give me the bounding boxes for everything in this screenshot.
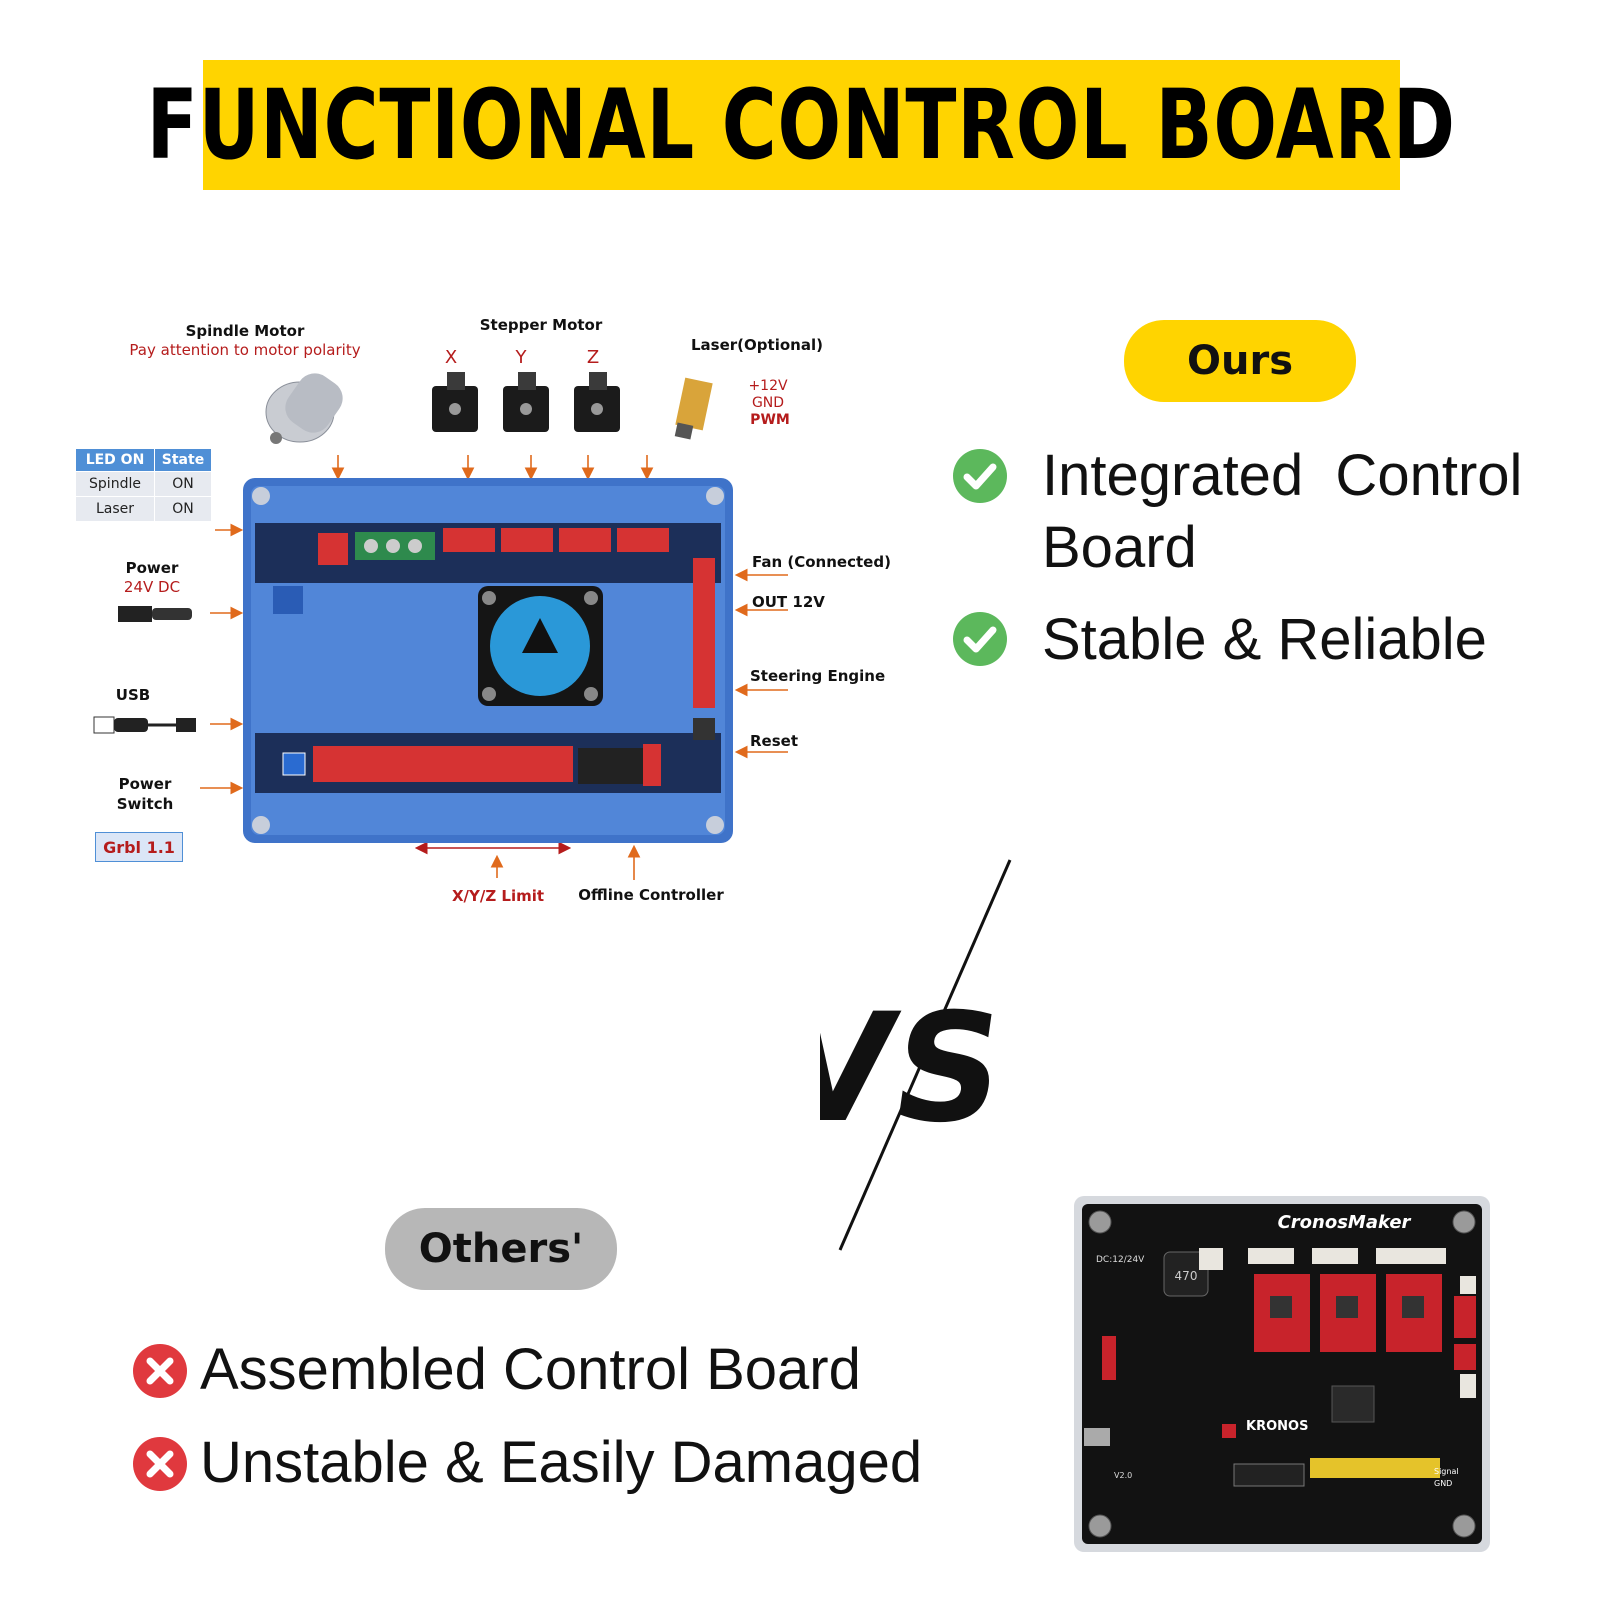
silk-470: 470 xyxy=(1175,1269,1198,1283)
competitor-board-image: CronosMaker 470 DC:12/24V KRONOS Signal … xyxy=(1074,1196,1490,1552)
control-board-image xyxy=(243,478,733,843)
fan-label: Fan (Connected) xyxy=(752,553,891,571)
spindle-motor-note: Pay attention to motor polarity xyxy=(129,341,361,359)
laser-pin-12v: +12V xyxy=(748,378,788,394)
led-table-cell: Spindle xyxy=(75,471,155,497)
ours-feature-1-line1: Integrated Control xyxy=(1042,443,1523,508)
silk-gnd: GND xyxy=(1434,1479,1452,1488)
led-state-table: LED ON State Spindle ON Laser ON xyxy=(75,448,212,522)
stepper-motor-label: Stepper Motor xyxy=(479,316,603,334)
ours-feature-2: Stable & Reliable xyxy=(1042,607,1487,672)
laser-pin-gnd: GND xyxy=(751,395,785,411)
led-table-header: State xyxy=(154,448,212,472)
ours-feature-1: Integrated Control Board xyxy=(1042,440,1522,584)
laser-module-icon xyxy=(674,377,713,440)
others-feature-2: Unstable & Easily Damaged xyxy=(200,1430,923,1495)
power-label: Power xyxy=(125,559,179,577)
silk-signal: Signal xyxy=(1434,1467,1459,1476)
stepper-motor-icon xyxy=(432,372,620,432)
ours-pill: Ours xyxy=(1124,320,1356,402)
led-table-cell: ON xyxy=(154,496,212,522)
vs-divider: VS xyxy=(820,859,1014,1251)
laser-label: Laser(Optional) xyxy=(691,336,823,354)
axis-x-label: X xyxy=(444,347,458,368)
others-pill: Others' xyxy=(385,1208,617,1290)
check-icon xyxy=(953,449,1007,503)
usb-label: USB xyxy=(115,686,151,704)
vs-text: VS xyxy=(820,981,1014,1156)
grbl-badge: Grbl 1.1 xyxy=(95,832,183,862)
check-icon xyxy=(953,612,1007,666)
others-feature-1: Assembled Control Board xyxy=(200,1337,861,1402)
led-table-header: LED ON xyxy=(75,448,155,472)
laser-pin-pwm: PWM xyxy=(750,412,790,428)
reset-label: Reset xyxy=(750,732,798,750)
led-table-cell: Laser xyxy=(75,496,155,522)
silk-version: V2.0 xyxy=(1114,1471,1132,1480)
kronos-logo-text: KRONOS xyxy=(1246,1419,1308,1434)
spindle-motor-label: Spindle Motor xyxy=(185,322,305,340)
usb-cable-icon xyxy=(93,716,196,734)
limit-label: X/Y/Z Limit xyxy=(451,887,545,905)
steering-engine-label: Steering Engine xyxy=(750,667,886,685)
title-banner: FUNCTIONAL CONTROL BOARD xyxy=(147,60,1455,190)
axis-z-label: Z xyxy=(586,347,600,368)
spindle-motor-icon xyxy=(265,373,343,444)
cross-icon xyxy=(133,1437,187,1491)
out12v-label: OUT 12V xyxy=(752,593,825,611)
power-switch-label: Power Switch xyxy=(116,775,174,813)
silk-dc: DC:12/24V xyxy=(1096,1255,1145,1265)
ours-feature-1-line2: Board xyxy=(1042,515,1197,580)
diagram-arrows xyxy=(93,372,788,880)
offline-controller-label: Offline Controller xyxy=(578,886,724,904)
page-title: FUNCTIONAL CONTROL BOARD xyxy=(146,69,1457,181)
power-voltage: 24V DC xyxy=(123,578,181,596)
brand-text: CronosMaker xyxy=(1278,1212,1412,1233)
cross-icon xyxy=(133,1344,187,1398)
axis-y-label: Y xyxy=(515,347,527,368)
power-plug-icon xyxy=(118,606,192,622)
